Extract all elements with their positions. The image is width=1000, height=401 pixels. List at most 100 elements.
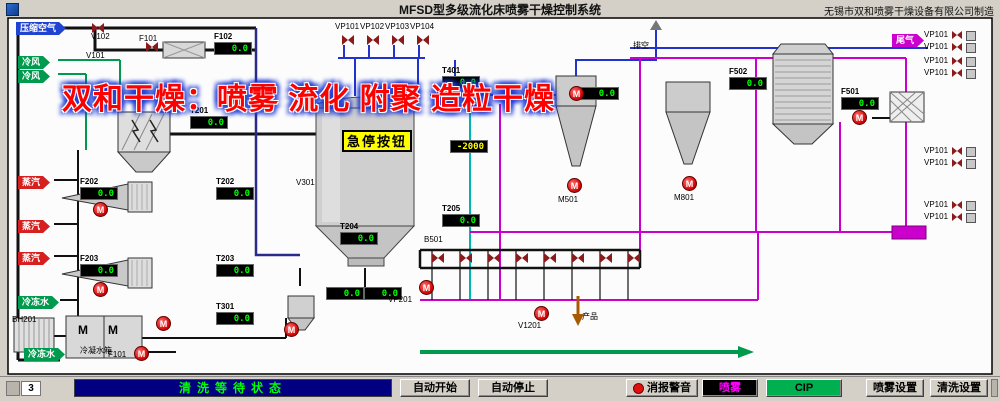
source-tag: 冷风	[18, 56, 50, 69]
valve-label: VP101	[924, 158, 949, 167]
diagram-label: M801	[674, 193, 695, 202]
valve-icon[interactable]	[952, 69, 962, 77]
title-bar: MFSD型多级流化床喷雾干燥控制系统 无锡市双和喷雾干燥设备有限公司制造	[0, 0, 1000, 18]
diagram-label: V1201	[518, 321, 542, 330]
valve-label: VP101	[924, 30, 949, 39]
valve-icon[interactable]	[432, 253, 444, 263]
auto-start-button[interactable]: 自动开始	[400, 379, 470, 397]
value-display: 0.0	[216, 264, 254, 277]
auto-stop-button[interactable]: 自动停止	[478, 379, 548, 397]
valve-icon[interactable]	[146, 42, 158, 52]
pump-icon[interactable]: M	[93, 202, 108, 217]
mute-alarm-label: 消报警音	[647, 382, 691, 394]
display-label: F501	[841, 87, 860, 96]
cip-button[interactable]: CIP	[766, 379, 842, 397]
display-label: T301	[216, 302, 235, 311]
spray-settings-button[interactable]: 喷雾设置	[866, 379, 924, 397]
pump-icon[interactable]: M	[156, 316, 171, 331]
source-tag: 压缩空气	[16, 22, 66, 35]
valve-icon[interactable]	[952, 43, 962, 51]
display-label: T203	[216, 254, 235, 263]
valve-label: VP101	[924, 146, 949, 155]
source-tag: 冷冻水	[24, 348, 65, 361]
display-label: F203	[80, 254, 99, 263]
valve-icon[interactable]	[342, 35, 354, 45]
value-display: 0.0	[442, 76, 480, 89]
source-tag: 蒸汽	[18, 252, 50, 265]
value-display: 0.0	[729, 77, 767, 90]
diagram-label: VP101	[335, 22, 360, 31]
valve-icon[interactable]	[952, 201, 962, 209]
valve-icon[interactable]	[460, 253, 472, 263]
diagram-label: VP201	[388, 295, 413, 304]
diagram-label: 产品	[582, 312, 598, 321]
counter-value[interactable]: 3	[21, 381, 41, 396]
diagram-label: VP104	[410, 22, 435, 31]
valve-icon[interactable]	[952, 31, 962, 39]
valve-icon[interactable]	[572, 253, 584, 263]
display-label: F202	[80, 177, 99, 186]
valve-icon[interactable]	[392, 35, 404, 45]
valve-actuator	[966, 201, 976, 211]
pump-icon[interactable]: M	[567, 178, 582, 193]
pump-icon[interactable]: M	[134, 346, 149, 361]
emergency-stop-button[interactable]: 急停按钮	[342, 130, 412, 152]
value-display: 0.0	[581, 87, 619, 100]
pump-icon[interactable]: M	[682, 176, 697, 191]
pump-icon[interactable]: M	[569, 86, 584, 101]
valve-actuator	[966, 57, 976, 67]
diagram-label: F101	[108, 350, 127, 359]
value-display: 0.0	[364, 287, 402, 300]
pump-icon[interactable]: M	[852, 110, 867, 125]
source-tag: 蒸汽	[18, 220, 50, 233]
source-tag: 蒸汽	[18, 176, 50, 189]
valve-icon[interactable]	[600, 253, 612, 263]
pump-icon[interactable]: M	[93, 282, 108, 297]
valve-actuator	[966, 43, 976, 53]
valve-icon[interactable]	[952, 57, 962, 65]
valve-actuator	[966, 159, 976, 169]
valve-icon[interactable]	[488, 253, 500, 263]
valve-icon[interactable]	[544, 253, 556, 263]
resize-handle[interactable]	[991, 379, 998, 397]
value-display: 0.0	[190, 116, 228, 129]
value-display: 0.0	[216, 187, 254, 200]
valve-actuator	[966, 147, 976, 157]
diagram-label: M	[108, 323, 118, 337]
value-display: 0.0	[80, 264, 118, 277]
display-label: T201	[190, 106, 209, 115]
valve-icon[interactable]	[952, 159, 962, 167]
valve-icon[interactable]	[516, 253, 528, 263]
value-display: 0.0	[841, 97, 879, 110]
pump-icon[interactable]: M	[284, 322, 299, 337]
spray-button[interactable]: 喷雾	[702, 379, 758, 397]
valve-icon[interactable]	[952, 213, 962, 221]
source-tag: 冷冻水	[18, 296, 59, 309]
value-display: -2000	[450, 140, 488, 153]
pump-icon[interactable]: M	[419, 280, 434, 295]
valve-icon[interactable]	[92, 23, 104, 33]
source-tag: 尾气	[892, 34, 924, 47]
valve-actuator	[966, 213, 976, 223]
counter-spinner[interactable]	[6, 381, 20, 396]
display-label: F502	[729, 67, 748, 76]
valve-label: VP101	[924, 68, 949, 77]
diagram-label: B501	[424, 235, 443, 244]
pump-icon[interactable]: M	[534, 306, 549, 321]
valve-icon[interactable]	[952, 147, 962, 155]
manufacturer-label: 无锡市双和喷雾干燥设备有限公司制造	[824, 7, 994, 18]
diagram-label: VP103	[385, 22, 410, 31]
valve-actuator	[966, 31, 976, 41]
valve-icon[interactable]	[417, 35, 429, 45]
valve-icon[interactable]	[628, 253, 640, 263]
clean-settings-button[interactable]: 清洗设置	[930, 379, 988, 397]
value-display: 0.0	[214, 42, 252, 55]
valve-label: VP101	[924, 212, 949, 221]
valve-label: VP101	[924, 56, 949, 65]
mute-alarm-button[interactable]: 消报警音	[626, 379, 698, 397]
valve-actuator	[966, 69, 976, 79]
valve-icon[interactable]	[367, 35, 379, 45]
source-tag: 冷风	[18, 70, 50, 83]
